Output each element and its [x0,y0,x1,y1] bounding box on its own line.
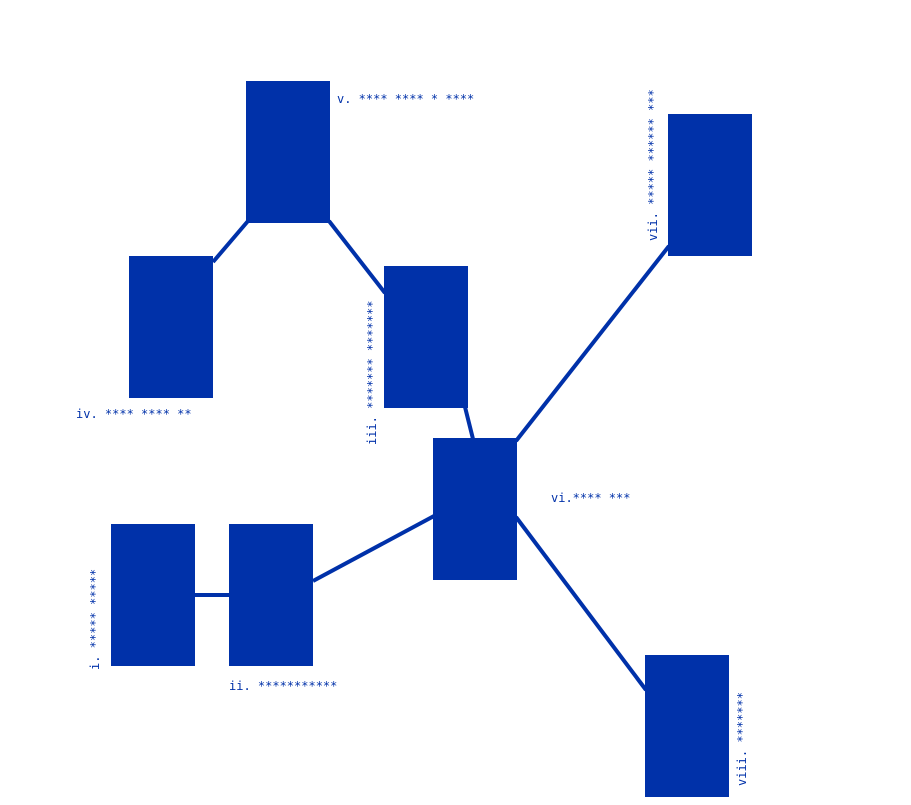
node-iv[interactable] [129,256,213,398]
edge-v-iii [327,219,387,295]
labels: i. ***** ***** ii. *********** iii. ****… [76,89,749,786]
node-ii[interactable] [229,524,313,666]
node-vi-label: vi.**** *** [551,491,630,505]
edge-vi-viii [514,515,648,692]
node-vi[interactable] [433,438,517,580]
edge-vi-vii [514,244,671,443]
node-ii-label: ii. *********** [229,679,337,693]
node-v-label: v. **** **** * **** [337,92,474,106]
node-vii[interactable] [668,114,752,256]
nodes [111,81,752,797]
node-i[interactable] [111,524,195,666]
edge-iii-vi [463,406,475,440]
edge-ii-vi [312,514,435,583]
edge-iv-v [211,219,250,264]
node-viii[interactable] [645,655,729,797]
node-vii-label: vii. ***** ****** *** [646,89,660,241]
edges [194,219,671,692]
node-i-label: i. ***** ***** [88,569,102,670]
node-iii-label: iii. ******* ******* [365,301,379,446]
node-iv-label: iv. **** **** ** [76,407,192,421]
node-iii[interactable] [384,266,468,408]
node-viii-label: viii. ******* [735,692,749,786]
node-v[interactable] [246,81,330,223]
